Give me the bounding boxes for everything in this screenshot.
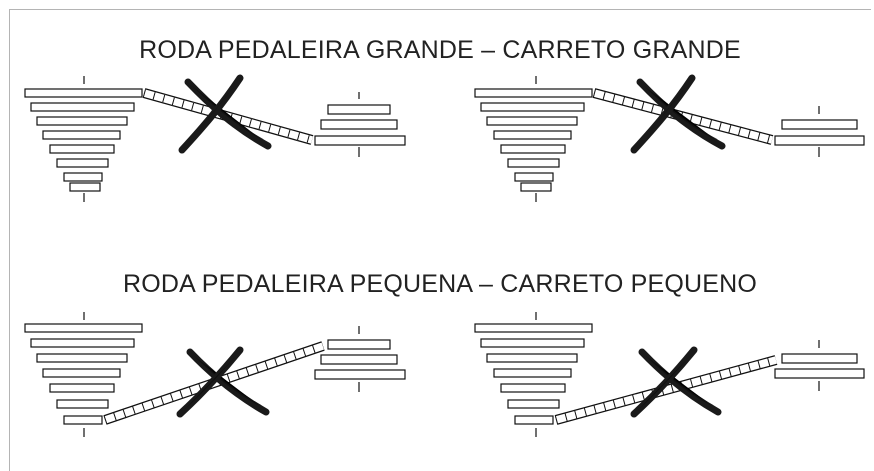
chainring — [36, 116, 128, 126]
cog — [314, 135, 406, 146]
chainring — [30, 338, 135, 348]
chainring — [514, 172, 554, 182]
chainring — [56, 158, 109, 168]
cog — [327, 339, 391, 350]
chainring — [42, 368, 121, 378]
chainring — [493, 130, 572, 140]
chain — [554, 355, 778, 425]
cog — [781, 353, 858, 364]
section-title-small-small: RODA PEDALEIRA PEQUENA – CARRETO PEQUENO — [122, 270, 758, 298]
diagram-frame — [9, 9, 871, 471]
cross-mark-icon — [176, 346, 270, 418]
chainring — [49, 383, 115, 393]
chainring — [42, 130, 121, 140]
chainring — [36, 353, 128, 363]
chainring — [486, 353, 578, 363]
cassette-stack — [774, 340, 865, 391]
chainring — [24, 88, 143, 98]
chainring-stack — [474, 76, 593, 202]
chainring — [24, 323, 143, 333]
cassette-stack — [774, 106, 865, 157]
chainring — [507, 158, 560, 168]
cog — [774, 368, 865, 379]
chainring — [30, 102, 135, 112]
chainring — [474, 323, 593, 333]
chainring — [486, 116, 578, 126]
chainring — [474, 88, 593, 98]
chainring — [63, 415, 103, 425]
chainring — [500, 383, 566, 393]
cog — [320, 119, 398, 130]
cog — [327, 104, 391, 115]
chainring — [500, 144, 566, 154]
chainring — [49, 144, 115, 154]
section-title-large-large: RODA PEDALEIRA GRANDE – CARRETO GRANDE — [139, 36, 741, 64]
chainring — [493, 368, 572, 378]
chainring — [520, 182, 552, 192]
cross-mark-icon — [630, 74, 726, 154]
cog — [320, 354, 398, 365]
chainring — [480, 338, 585, 348]
chainring — [514, 415, 554, 425]
chainring — [69, 182, 101, 192]
chainring-stack — [24, 312, 143, 437]
cog — [774, 135, 865, 146]
cross-mark-icon — [630, 346, 722, 418]
chainring-stack — [24, 76, 143, 202]
chainring — [480, 102, 585, 112]
chainring-stack — [474, 312, 593, 437]
chainring — [507, 399, 560, 409]
cog — [314, 369, 406, 380]
chainring — [63, 172, 103, 182]
cog — [781, 119, 858, 130]
cassette-stack — [314, 92, 406, 157]
chainring — [56, 399, 109, 409]
cassette-stack — [314, 326, 406, 392]
cross-mark-icon — [178, 74, 272, 154]
